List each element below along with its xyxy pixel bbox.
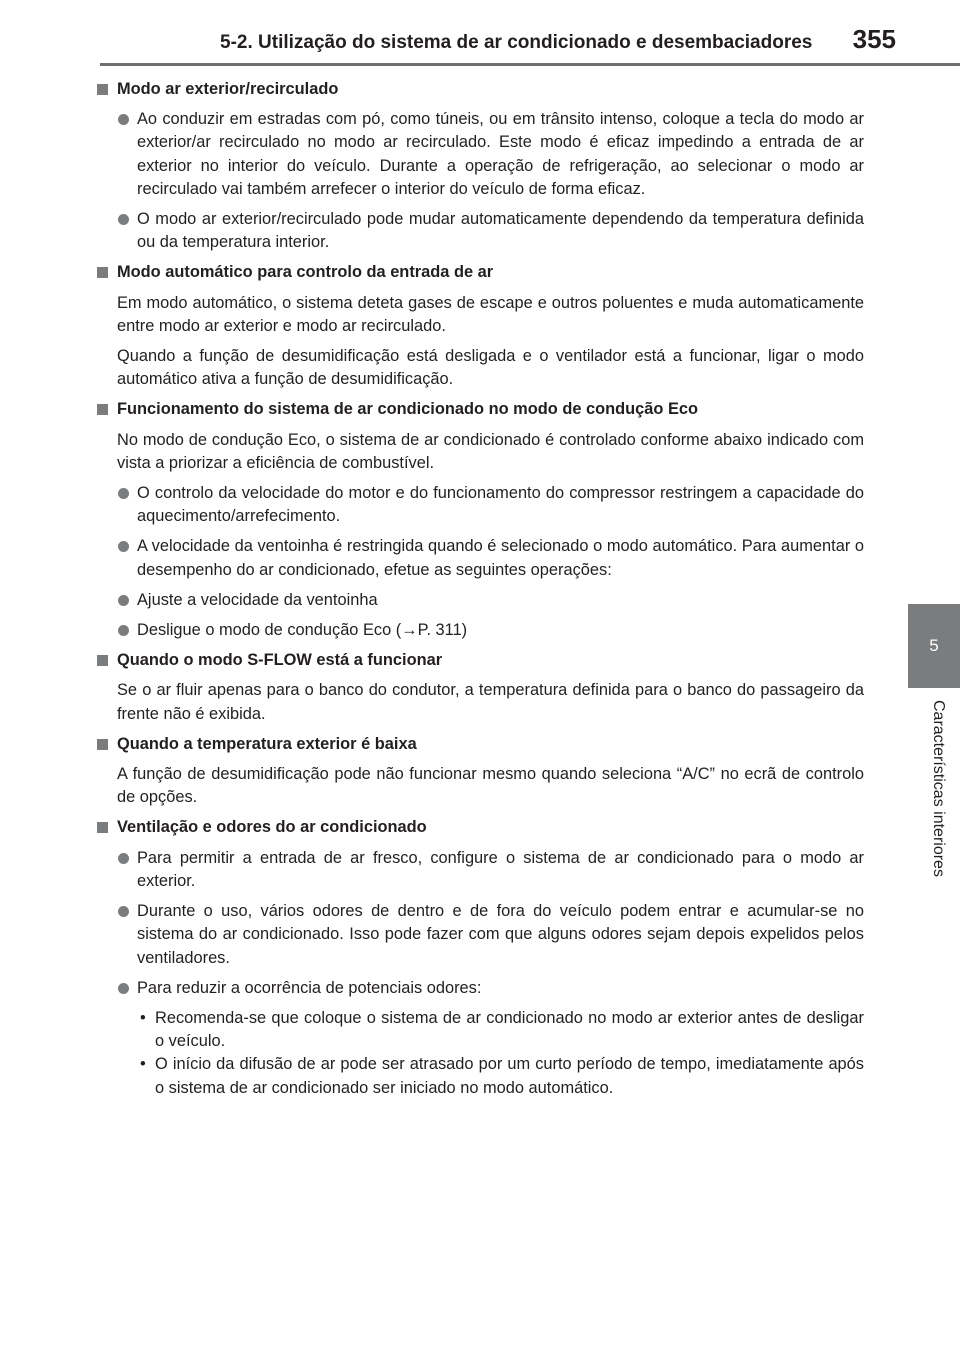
square-bullet-icon xyxy=(97,655,108,667)
middle-dot-icon: • xyxy=(140,1055,146,1074)
section-title: Quando o modo S-FLOW está a funcionar xyxy=(96,649,864,672)
round-bullet-icon xyxy=(118,982,129,994)
square-bullet-icon xyxy=(97,404,108,416)
square-bullet-icon xyxy=(97,738,108,750)
square-bullet-icon xyxy=(97,267,108,279)
round-bullet-icon xyxy=(118,488,129,500)
round-bullet-icon xyxy=(118,214,129,226)
section-low-outside-temperature: Quando a temperatura exterior é baixa A … xyxy=(96,733,864,810)
section-auto-air-intake: Modo automático para controlo da entrada… xyxy=(96,261,864,391)
bullet-item: O controlo da velocidade do motor e do f… xyxy=(96,482,864,528)
header-title: 5-2. Utilização do sistema de ar condici… xyxy=(220,32,813,53)
page-content: Modo ar exterior/recirculado Ao conduzir… xyxy=(96,78,864,1106)
chapter-label: Características interiores xyxy=(930,700,947,877)
round-bullet-icon xyxy=(118,852,129,864)
section-outside-recirculated-mode: Modo ar exterior/recirculado Ao conduzir… xyxy=(96,78,864,254)
paragraph: A função de desumidificação pode não fun… xyxy=(117,765,864,807)
bullet-item: Para permitir a entrada de ar fresco, co… xyxy=(96,847,864,893)
middle-dot-icon: • xyxy=(140,1008,146,1027)
square-bullet-icon xyxy=(97,822,108,834)
page-header: 5-2. Utilização do sistema de ar condici… xyxy=(100,18,900,58)
round-bullet-icon xyxy=(118,906,129,918)
square-bullet-icon xyxy=(97,84,108,95)
chapter-tab[interactable]: 5 xyxy=(908,604,960,688)
section-title: Ventilação e odores do ar condicionado xyxy=(96,816,864,839)
page-reference[interactable]: Desligue o modo de condução Eco (→P. 311… xyxy=(137,621,468,640)
section-title: Funcionamento do sistema de ar condicion… xyxy=(96,398,864,421)
round-bullet-icon xyxy=(118,594,129,606)
bullet-item: O modo ar exterior/recirculado pode muda… xyxy=(96,208,864,254)
paragraph: Se o ar fluir apenas para o banco do con… xyxy=(117,681,864,723)
bullet-item: Ao conduzir em estradas com pó, como tún… xyxy=(96,108,864,201)
section-title: Modo automático para controlo da entrada… xyxy=(96,261,864,284)
header-rule xyxy=(100,63,960,66)
section-ventilation-odors: Ventilação e odores do ar condicionado P… xyxy=(96,816,864,1099)
paragraph: Em modo automático, o sistema deteta gas… xyxy=(117,293,864,335)
bullet-item: Para reduzir a ocorrência de potenciais … xyxy=(96,977,864,1000)
bullet-item: Durante o uso, vários odores de dentro e… xyxy=(96,900,864,970)
chapter-number: 5 xyxy=(929,636,939,655)
round-bullet-icon xyxy=(118,541,129,553)
bullet-item: A velocidade da ventoinha é restringida … xyxy=(96,535,864,581)
section-title: Modo ar exterior/recirculado xyxy=(96,78,864,101)
bullet-item: Ajuste a velocidade da ventoinha xyxy=(96,589,864,612)
section-title: Quando a temperatura exterior é baixa xyxy=(96,733,864,756)
section-s-flow: Quando o modo S-FLOW está a funcionar Se… xyxy=(96,649,864,726)
sub-item: •Recomenda-se que coloque o sistema de a… xyxy=(140,1008,864,1051)
sub-item: •O início da difusão de ar pode ser atra… xyxy=(140,1055,864,1097)
round-bullet-icon xyxy=(118,114,129,126)
page-number: 355 xyxy=(852,24,896,54)
paragraph: Quando a função de desumidificação está … xyxy=(117,347,864,389)
paragraph: No modo de condução Eco, o sistema de ar… xyxy=(117,430,864,472)
round-bullet-icon xyxy=(118,625,129,637)
section-eco-mode: Funcionamento do sistema de ar condicion… xyxy=(96,398,864,642)
bullet-item: Desligue o modo de condução Eco (→P. 311… xyxy=(96,619,864,642)
